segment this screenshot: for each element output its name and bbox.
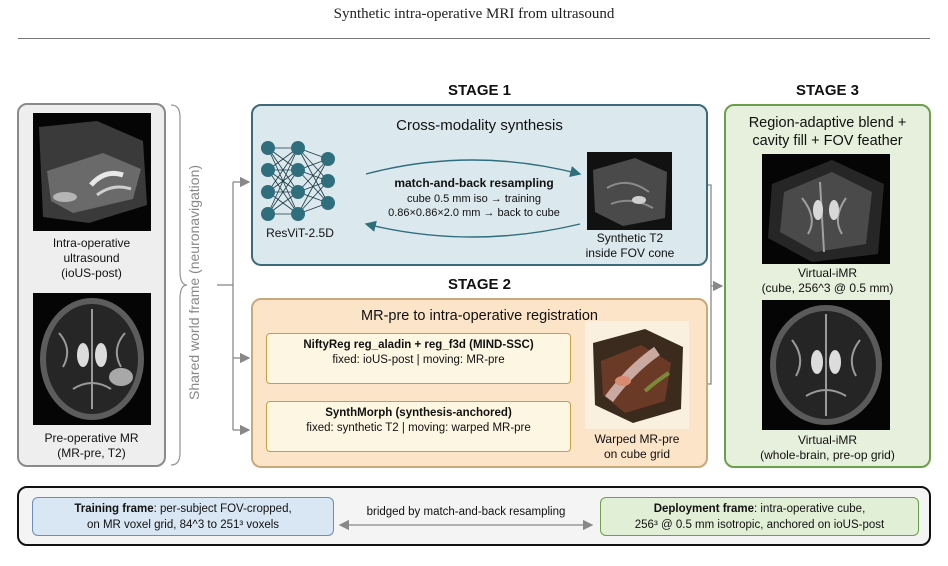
niftyreg-box: NiftyReg reg_aladin + reg_f3d (MIND-SSC)… <box>266 333 571 384</box>
shared-frame-brace <box>170 104 188 466</box>
training-frame-line1: Training frame: per-subject FOV-cropped, <box>33 501 333 517</box>
network-edge <box>297 158 329 215</box>
ultrasound-image <box>33 113 151 231</box>
resvit-network-icon <box>261 141 335 221</box>
stage1-title: Cross-modality synthesis <box>396 117 563 134</box>
deployment-frame-box: Deployment frame: intra-operative cube, … <box>600 497 919 536</box>
network-node <box>291 185 305 199</box>
ultrasound-label-line3: (ioUS-post) <box>61 266 122 280</box>
stage1-label: STAGE 1 <box>447 82 512 99</box>
network-node <box>291 207 305 221</box>
training-frame-rest1: : per-subject FOV-cropped, <box>153 503 292 515</box>
training-frame-line2: on MR voxel grid, 84^3 to 251³ voxels <box>86 519 280 531</box>
network-node <box>291 141 305 155</box>
virtual-imr-cube-label: Virtual-iMR (cube, 256^3 @ 0.5 mm) <box>724 266 931 296</box>
deployment-frame-line1: Deployment frame: intra-operative cube, <box>601 501 918 517</box>
stage3-label: STAGE 3 <box>795 82 860 99</box>
synthmorph-sub: fixed: synthetic T2 | moving: warped MR-… <box>306 422 531 434</box>
stage3-title-line2: cavity fill + FOV feather <box>752 133 903 149</box>
deployment-frame-bold: Deployment frame <box>653 503 755 515</box>
network-node <box>321 152 335 166</box>
stage3-title: Region-adaptive blend + cavity fill + FO… <box>724 114 931 150</box>
network-edge <box>267 147 299 193</box>
warped-mr-label-line2: on cube grid <box>603 447 671 461</box>
virtual-imr-cube-label-line1: Virtual-iMR <box>797 266 858 280</box>
preop-mr-image <box>33 293 151 425</box>
network-edge <box>297 180 329 215</box>
network-node <box>291 163 305 177</box>
warped-mr-label: Warped MR-pre on cube grid <box>578 432 696 462</box>
ultrasound-label-line2: ultrasound <box>63 251 120 265</box>
ultrasound-label-line1: Intra-operative <box>52 236 131 250</box>
virtual-imr-whole-brain-label-line2: (whole-brain, pre-op grid) <box>760 448 895 462</box>
warped-mr-label-line1: Warped MR-pre <box>594 432 680 446</box>
niftyreg-title: NiftyReg reg_aladin + reg_f3d (MIND-SSC) <box>267 338 570 353</box>
page-header-title: Synthetic intra-operative MRI from ultra… <box>333 6 615 22</box>
synthmorph-box: SynthMorph (synthesis-anchored) fixed: s… <box>266 401 571 452</box>
resampling-line1: cube 0.5 mm iso → training <box>407 193 541 205</box>
resampling-line2: 0.86×0.86×2.0 mm → back to cube <box>388 207 560 219</box>
stage2-title: MR-pre to intra-operative registration <box>361 308 598 324</box>
virtual-imr-cube-image <box>762 154 890 264</box>
niftyreg-title-text: NiftyReg reg_aladin + reg_f3d (MIND-SSC) <box>303 339 534 351</box>
network-node <box>261 163 275 177</box>
preop-mr-label: Pre-operative MR (MR-pre, T2) <box>19 431 164 461</box>
synthetic-t2-label-line2: inside FOV cone <box>585 246 675 260</box>
network-edge <box>297 158 329 193</box>
ultrasound-label: Intra-operative ultrasound (ioUS-post) <box>19 236 164 281</box>
bridge-label: bridged by match-and-back resampling <box>366 506 566 518</box>
synthetic-t2-label: Synthetic T2 inside FOV cone <box>573 231 687 261</box>
stage2-label: STAGE 2 <box>447 276 512 293</box>
preop-mr-label-line2: (MR-pre, T2) <box>57 446 126 460</box>
training-frame-box: Training frame: per-subject FOV-cropped,… <box>32 497 334 536</box>
network-node <box>261 141 275 155</box>
training-frame-bold: Training frame <box>74 503 154 515</box>
bridge-arrow <box>338 519 594 530</box>
niftyreg-sub: fixed: ioUS-post | moving: MR-pre <box>332 354 505 366</box>
preop-mr-label-line1: Pre-operative MR <box>44 431 139 445</box>
warped-mr-image <box>585 321 689 429</box>
resampling-arcs <box>364 159 582 238</box>
virtual-imr-whole-brain-label-line1: Virtual-iMR <box>797 433 858 447</box>
synthmorph-title: SynthMorph (synthesis-anchored) <box>267 406 570 421</box>
network-node <box>321 196 335 210</box>
network-node <box>261 207 275 221</box>
header-rule <box>18 38 930 39</box>
stage3-title-line1: Region-adaptive blend + <box>748 115 907 131</box>
synthmorph-title-text: SynthMorph (synthesis-anchored) <box>325 407 512 419</box>
deployment-frame-line2: 256³ @ 0.5 mm isotropic, anchored on ioU… <box>634 519 885 531</box>
virtual-imr-cube-label-line2: (cube, 256^3 @ 0.5 mm) <box>761 281 894 295</box>
synthetic-t2-label-line1: Synthetic T2 <box>596 231 664 245</box>
deployment-frame-rest1: : intra-operative cube, <box>754 503 866 515</box>
network-label: ResViT-2.5D <box>266 226 334 240</box>
network-node <box>321 174 335 188</box>
resampling-title: match-and-back resampling <box>394 176 554 190</box>
virtual-imr-whole-brain-image <box>762 300 890 430</box>
virtual-imr-whole-brain-label: Virtual-iMR (whole-brain, pre-op grid) <box>724 433 931 463</box>
network-edge <box>267 169 299 215</box>
network-edge <box>267 147 299 215</box>
network-node <box>261 185 275 199</box>
synthetic-t2-image <box>587 152 672 230</box>
